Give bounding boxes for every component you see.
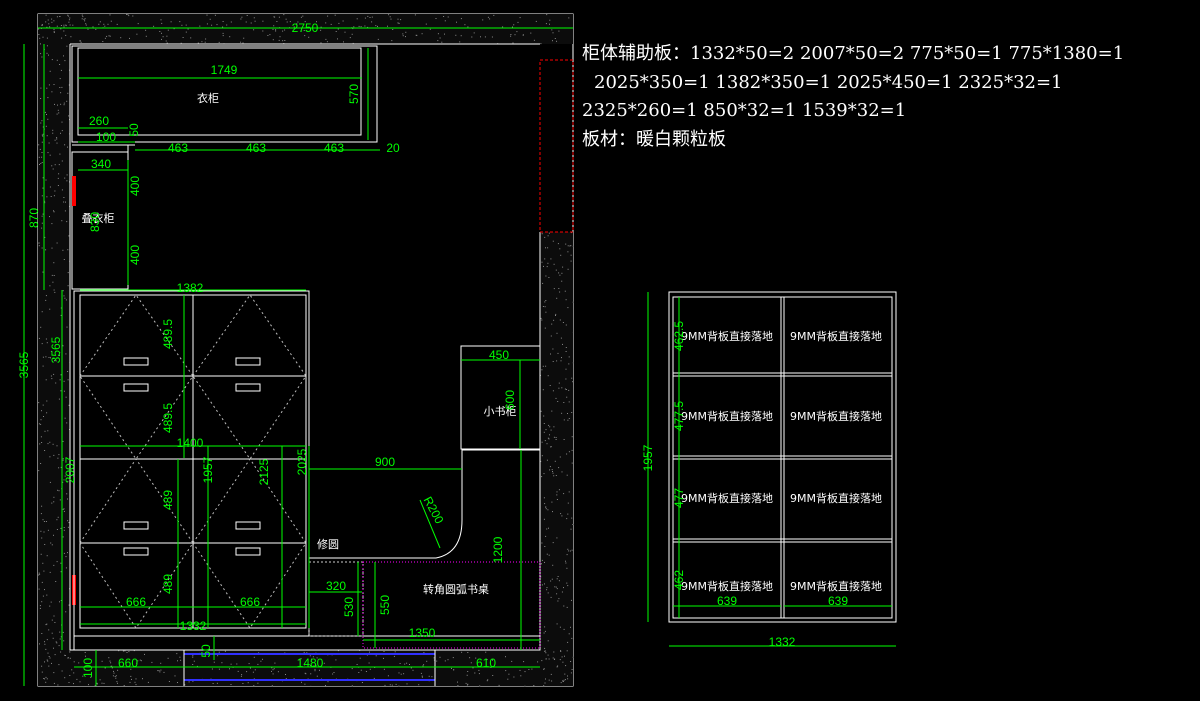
window xyxy=(183,650,436,686)
dimension-labels: 2750 3565 870 3565 1749 570 260 100 50 4… xyxy=(17,21,517,678)
dim-530: 530 xyxy=(342,597,356,617)
dim-666a: 666 xyxy=(126,595,146,609)
dim-340: 340 xyxy=(91,157,111,171)
handle-marker-top xyxy=(72,176,76,206)
side-cell-1: 9MM背板直接落地 xyxy=(681,329,773,343)
dim-400b: 400 xyxy=(128,245,142,265)
dim-bottom-50: 50 xyxy=(199,644,213,658)
dim-463a: 463 xyxy=(168,141,188,155)
wardrobe-label: 衣柜 xyxy=(197,91,219,105)
dim-50: 50 xyxy=(127,123,141,137)
dim-489a: 489 xyxy=(161,490,175,510)
side-row-height-1: 462.5 xyxy=(672,321,686,351)
dim-463b: 463 xyxy=(246,141,266,155)
bookcase-label: 小书柜 xyxy=(484,405,517,418)
dim-570: 570 xyxy=(347,84,361,104)
side-row-height-4: 462 xyxy=(672,570,686,590)
dim-489b: 489 xyxy=(161,574,175,594)
dim-550: 550 xyxy=(378,595,392,615)
side-cell-3: 9MM背板直接落地 xyxy=(681,409,773,423)
dim-1749: 1749 xyxy=(211,63,238,77)
dim-total-width: 2750 xyxy=(292,21,319,35)
dim-600: 600 xyxy=(503,390,517,410)
note-line-1: 柜体辅助板：1332*50=2 2007*50=2 775*50=1 775*1… xyxy=(582,43,1124,64)
corner-desk: 转角圆弧书桌 修圆 xyxy=(308,449,541,651)
dim-1400: 1400 xyxy=(177,436,204,450)
dim-830: 830 xyxy=(88,212,102,232)
dim-489-5b: 489.5 xyxy=(161,403,175,433)
side-col-width-2: 639 xyxy=(828,594,848,608)
dim-489-5a: 489.5 xyxy=(161,319,175,349)
folding-cabinet-label: 叠衣柜 xyxy=(82,211,115,225)
dim-610: 610 xyxy=(476,656,496,670)
dim-2025: 2025 xyxy=(295,448,309,475)
dim-1382: 1382 xyxy=(177,281,204,295)
dim-1480: 1480 xyxy=(297,656,324,670)
side-cell-7: 9MM背板直接落地 xyxy=(681,579,773,593)
dim-100: 100 xyxy=(96,130,116,144)
dim-2125: 2125 xyxy=(257,458,271,485)
small-bookcase: 小书柜 xyxy=(460,345,541,450)
side-total-height: 1957 xyxy=(641,444,655,471)
wardrobe: 衣柜 xyxy=(71,45,378,143)
dim-450: 450 xyxy=(489,348,509,362)
dim-400a: 400 xyxy=(128,176,142,196)
side-cell-6: 9MM背板直接落地 xyxy=(790,491,882,505)
door-opening xyxy=(539,59,574,233)
side-cell-5: 9MM背板直接落地 xyxy=(681,491,773,505)
notes: 柜体辅助板：1332*50=2 2007*50=2 775*50=1 775*1… xyxy=(582,43,1124,150)
dimension-lines xyxy=(23,27,573,686)
dim-870: 870 xyxy=(27,208,41,228)
main-cabinet xyxy=(73,290,541,651)
dim-463c: 463 xyxy=(324,141,344,155)
side-row-height-2: 477.5 xyxy=(672,401,686,431)
dim-260: 260 xyxy=(89,114,109,128)
note-line-2: 2025*350=1 1382*350=1 2025*450=1 2325*32… xyxy=(594,72,1063,93)
side-elevation: 9MM背板直接落地 9MM背板直接落地 9MM背板直接落地 9MM背板直接落地 … xyxy=(641,291,897,649)
dim-320: 320 xyxy=(326,579,346,593)
dim-660: 660 xyxy=(118,656,138,670)
desk-label: 转角圆弧书桌 xyxy=(423,582,489,596)
dim-1957: 1957 xyxy=(201,456,215,483)
note-line-3: 2325*260=1 850*32=1 1539*32=1 xyxy=(582,100,906,121)
dim-2007: 2007 xyxy=(63,456,77,483)
dim-1200: 1200 xyxy=(491,536,505,563)
dim-bottom-100: 100 xyxy=(81,658,95,678)
side-total-width: 1332 xyxy=(769,635,796,649)
side-cell-4: 9MM背板直接落地 xyxy=(790,409,882,423)
side-col-width-1: 639 xyxy=(717,594,737,608)
rounding-label: 修圆 xyxy=(317,537,339,551)
dim-total-height: 3565 xyxy=(17,351,31,378)
side-row-height-3: 477 xyxy=(672,488,686,508)
dim-1332: 1332 xyxy=(180,619,207,633)
side-cell-2: 9MM背板直接落地 xyxy=(790,329,882,343)
dim-inner-height: 3565 xyxy=(49,336,63,363)
dim-900: 900 xyxy=(375,455,395,469)
dim-1350: 1350 xyxy=(409,626,436,640)
dim-666b: 666 xyxy=(240,595,260,609)
note-line-4: 板材：暖白颗粒板 xyxy=(582,129,726,150)
room-walls xyxy=(37,13,574,687)
dim-20: 20 xyxy=(386,141,400,155)
side-cell-8: 9MM背板直接落地 xyxy=(790,579,882,593)
